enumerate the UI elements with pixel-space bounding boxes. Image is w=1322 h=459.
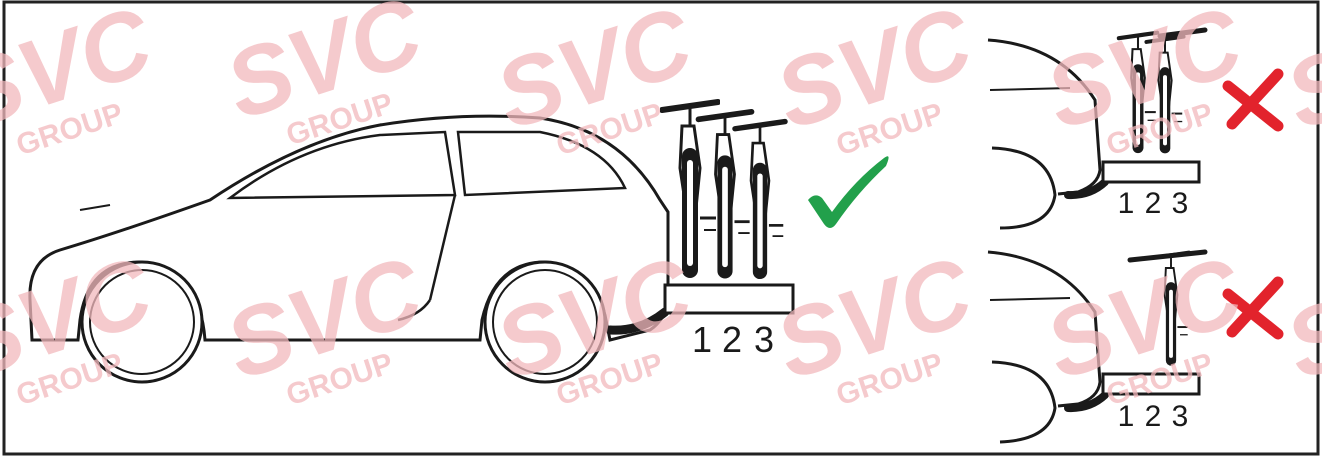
slot-number-1: 1 <box>692 319 712 360</box>
side-scene-top: 1 2 3 <box>987 27 1284 230</box>
main-scene: 1 2 3 <box>28 102 889 384</box>
slot-number-2: 2 <box>1145 400 1162 433</box>
cross-icon <box>1222 276 1284 340</box>
bike-2 <box>698 112 751 279</box>
slot-number-3: 3 <box>1172 187 1189 220</box>
check-icon <box>808 156 889 228</box>
carrier-platform <box>1101 372 1201 396</box>
slot-number-3: 3 <box>754 319 774 360</box>
carrier-platform <box>1101 160 1201 184</box>
side-scene-bottom: 1 2 3 <box>987 249 1284 444</box>
tow-bar <box>605 307 670 335</box>
bike-3 <box>735 122 785 279</box>
slot-number-2: 2 <box>722 319 742 360</box>
slot-number-1: 1 <box>1118 187 1135 220</box>
car-window <box>226 130 457 200</box>
car-rear-window <box>456 130 627 197</box>
carrier-platform <box>663 283 795 315</box>
rear-wheel <box>483 260 607 384</box>
cross-icon <box>1222 68 1284 132</box>
slot-number-2: 2 <box>1145 187 1162 220</box>
svg-text:SVC: SVC <box>1273 237 1322 400</box>
slot-number-1: 1 <box>1118 400 1135 433</box>
front-wheel <box>80 260 204 384</box>
slot-number-3: 3 <box>1172 400 1189 433</box>
